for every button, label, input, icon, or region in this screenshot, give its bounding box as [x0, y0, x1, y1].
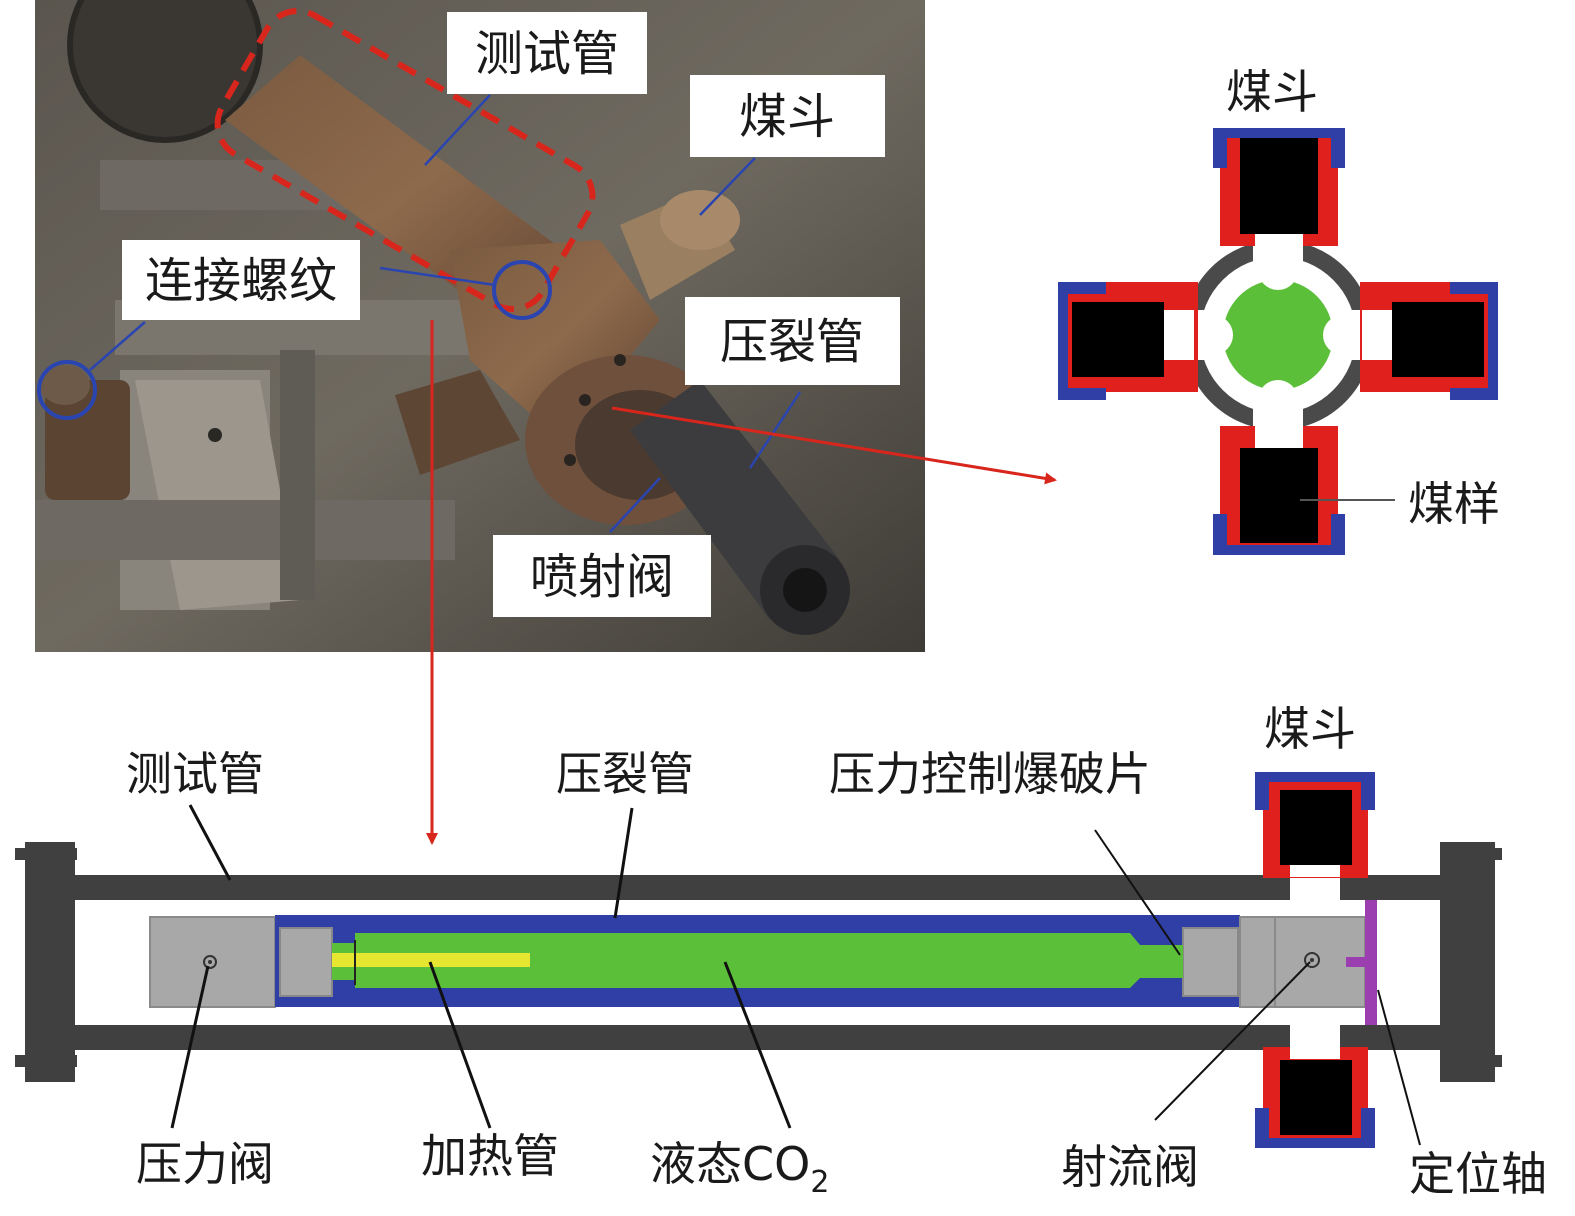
photo-label-test-tube: 测试管 [475, 26, 619, 82]
photo-label-crack-tube: 压裂管 [720, 314, 864, 370]
long-label-jet-valve: 射流阀 [1061, 1140, 1199, 1194]
cross-section-diagram: 煤斗 煤样 [1058, 65, 1500, 555]
cross-label-coal-hopper: 煤斗 [1226, 65, 1318, 119]
long-label-pressure-valve: 压力阀 [136, 1137, 274, 1191]
cross-label-coal-sample: 煤样 [1408, 477, 1500, 531]
hopper-top [1213, 128, 1345, 264]
longitudinal-section-diagram: 测试管 压裂管 压力控制爆破片 煤斗 压力阀 加热管 液态CO2 射流阀 定位轴 [15, 702, 1547, 1201]
test-tube-highlight [214, 8, 596, 312]
long-label-crack-tube: 压裂管 [556, 747, 694, 801]
co2-main-text: 液态CO [650, 1137, 810, 1191]
hopper-left [1058, 282, 1198, 400]
photo-label-coal-hopper: 煤斗 [739, 89, 835, 145]
photo-label-thread: 连接螺纹 [145, 253, 337, 309]
long-label-liquid-co2: 液态CO2 [650, 1137, 829, 1200]
photo-annotations: 测试管 煤斗 连接螺纹 压裂管 喷射阀 [37, 8, 900, 617]
thread-circle-2 [37, 360, 97, 420]
thread-circle-1 [492, 260, 552, 320]
co2-subscript: 2 [810, 1165, 829, 1200]
arrow-to-cross-section [611, 406, 1057, 485]
hopper-right [1360, 282, 1498, 400]
photo-label-jet-valve: 喷射阀 [530, 549, 674, 605]
long-hopper-top [1255, 772, 1375, 878]
long-label-heating-tube: 加热管 [421, 1129, 559, 1183]
long-label-locating-shaft: 定位轴 [1409, 1147, 1547, 1201]
long-hopper-bottom [1255, 1047, 1375, 1148]
hopper-bottom [1213, 406, 1345, 555]
long-label-test-tube: 测试管 [126, 747, 264, 801]
long-label-burst-disc: 压力控制爆破片 [829, 747, 1151, 801]
long-label-coal-hopper: 煤斗 [1264, 702, 1356, 756]
